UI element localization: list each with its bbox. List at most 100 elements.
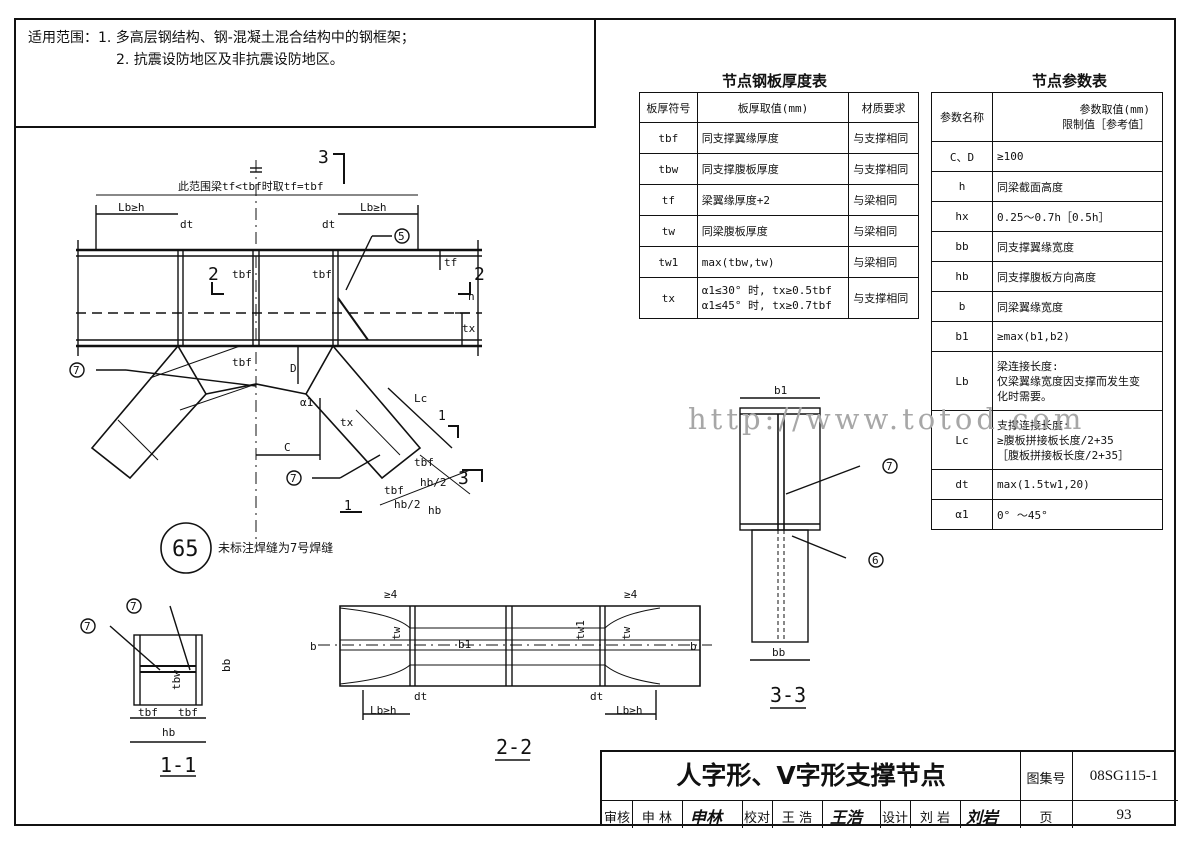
checker-name: 王 浩 xyxy=(781,811,813,826)
note-range: 此范围梁tf<tbf时取tf=tbf xyxy=(178,179,323,193)
param-row: Lb 梁连接长度: 仅梁翼缘宽度因支撑而发生变 化时需要。 xyxy=(931,351,1163,411)
plate-value: 梁翼缘厚度+2 xyxy=(696,184,850,216)
title-block: 人字形、V字形支撑节点 图集号 08SG115-1 审核 申 林 申林 校对 王… xyxy=(600,750,1178,828)
param-value: 同支撑翼缘宽度 xyxy=(992,231,1163,262)
label-h: h xyxy=(468,290,475,303)
param-name: α1 xyxy=(931,499,993,530)
section-mark-2-right: 2 xyxy=(474,264,485,285)
param-value: max(1.5tw1,20) xyxy=(992,469,1163,500)
label-tf: tf xyxy=(444,256,457,269)
label-hb-half-1: hb/2 xyxy=(394,498,421,511)
section-1-1: 1-1 xyxy=(160,753,196,777)
scope-line-2: 2. 抗震设防地区及非抗震设防地区。 xyxy=(116,52,344,68)
section-3-3: 3-3 xyxy=(770,683,806,707)
label-dt-left: dt xyxy=(180,218,193,231)
weld-label-5: 5 xyxy=(398,230,405,243)
plate-sym: tf xyxy=(639,184,698,216)
label-b-right: b xyxy=(690,640,697,653)
designer-name: 刘 岩 xyxy=(919,811,951,826)
param-row: Lc 支撑连接长度: ≥腹板拼接板长度/2+35 ［腹板拼接板长度/2+35］ xyxy=(931,410,1163,470)
plate-row: tx α1≤30° 时, tx≥0.5tbf α1≤45° 时, tx≥0.7t… xyxy=(639,277,919,319)
plate-material: 与梁相同 xyxy=(848,184,919,216)
label-ge4-left: ≥4 xyxy=(384,588,398,601)
param-header-value: 参数取值(mm) 限制值［参考值］ xyxy=(992,92,1163,142)
plate-sym: tbw xyxy=(639,153,698,185)
param-name: b xyxy=(931,291,993,322)
section-mark-2-left: 2 xyxy=(208,264,219,285)
label-lb-left: Lb≥h xyxy=(118,201,145,214)
label-tbf-6: tbf xyxy=(138,706,158,719)
plate-sym: tw1 xyxy=(639,246,698,278)
section-mark-3-top: 3 xyxy=(318,147,329,168)
param-name: h xyxy=(931,171,993,202)
param-name: C、D xyxy=(931,141,993,172)
param-value: 同梁截面高度 xyxy=(992,171,1163,202)
param-table-title: 节点参数表 xyxy=(1032,72,1108,90)
designer-signature: 刘岩 xyxy=(966,808,999,827)
label-d: D xyxy=(290,362,297,375)
param-value-multi: 支撑连接长度: ≥腹板拼接板长度/2+35 ［腹板拼接板长度/2+35］ xyxy=(992,410,1163,470)
label-hb-2: hb xyxy=(162,726,175,739)
weld-label-7b: 7 xyxy=(290,472,297,485)
param-name: Lc xyxy=(931,410,993,470)
scope-line-1: 适用范围：1. 多高层钢结构、钢-混凝土混合结构中的钢框架； xyxy=(28,30,415,46)
label-ge4-right: ≥4 xyxy=(624,588,638,601)
param-row: b1≥max(b1,b2) xyxy=(931,321,1163,352)
param-value: 0.25～0.7h［0.5h］ xyxy=(992,201,1163,232)
label-tbf-2: tbf xyxy=(312,268,332,281)
param-value-line2: 仅梁翼缘宽度因支撑而发生变 xyxy=(997,374,1140,388)
plate-material: 与支撑相同 xyxy=(848,277,919,319)
label-tw-2: tw xyxy=(620,626,633,640)
drawing-title: 人字形、V字形支撑节点 xyxy=(676,761,946,790)
param-value-line1: 支撑连接长度: xyxy=(997,418,1070,432)
plate-value: max(tbw,tw) xyxy=(696,246,850,278)
label-bb-1: bb xyxy=(220,659,233,672)
param-value: 同支撑腹板方向高度 xyxy=(992,261,1163,292)
plate-value-line2: α1≤45° 时, tx≥0.7tbf xyxy=(701,299,832,312)
section-mark-1-a: 1 xyxy=(438,409,446,424)
label-b1-top: b1 xyxy=(774,384,787,397)
plate-value: 同支撑腹板厚度 xyxy=(696,153,850,185)
watermark: http://www.totod.com xyxy=(688,402,1086,436)
label-tbf-7: tbf xyxy=(178,706,198,719)
label-lc: Lc xyxy=(414,392,427,405)
section-mark-1-b: 1 xyxy=(344,499,352,514)
review-label: 审核 xyxy=(603,811,630,826)
label-c: C xyxy=(284,441,291,454)
reviewer-signature: 申林 xyxy=(690,808,723,827)
label-tbf-4: tbf xyxy=(384,484,404,497)
param-value-line3: ［腹板拼接板长度/2+35］ xyxy=(997,448,1130,462)
design-label: 设计 xyxy=(881,811,908,826)
plate-value: 同梁腹板厚度 xyxy=(696,215,850,247)
plate-material: 与梁相同 xyxy=(848,215,919,247)
label-bb-bottom: bb xyxy=(772,646,785,659)
plate-sym: tx xyxy=(639,277,698,319)
page-number: 93 xyxy=(1116,807,1132,823)
section-mark-3-right: 3 xyxy=(458,468,469,489)
param-row: C、D≥100 xyxy=(931,141,1163,172)
scope-note: 适用范围：1. 多高层钢结构、钢-混凝土混合结构中的钢框架； 2. 抗震设防地区… xyxy=(14,18,596,128)
param-header-row: 参数名称 参数取值(mm) 限制值［参考值］ xyxy=(931,92,1163,142)
label-tx: tx xyxy=(462,322,476,335)
weld-label-7d: 7 xyxy=(130,600,137,613)
param-name: hb xyxy=(931,261,993,292)
label-tbf-5: tbf xyxy=(414,456,434,469)
param-name: b1 xyxy=(931,321,993,352)
plate-material: 与支撑相同 xyxy=(848,122,919,154)
weld-label-7e: 7 xyxy=(886,460,893,473)
weld-label-7c: 7 xyxy=(84,620,91,633)
label-a1: α1 xyxy=(300,396,313,409)
label-tx-2: tx xyxy=(340,416,354,429)
label-tbw: tbw xyxy=(170,670,183,690)
weld-label-6: 6 xyxy=(872,554,879,567)
plate-sym: tbf xyxy=(639,122,698,154)
param-value-line3: 化时需要。 xyxy=(997,389,1052,403)
param-header-value2: 限制值［参考值］ xyxy=(1062,118,1150,131)
